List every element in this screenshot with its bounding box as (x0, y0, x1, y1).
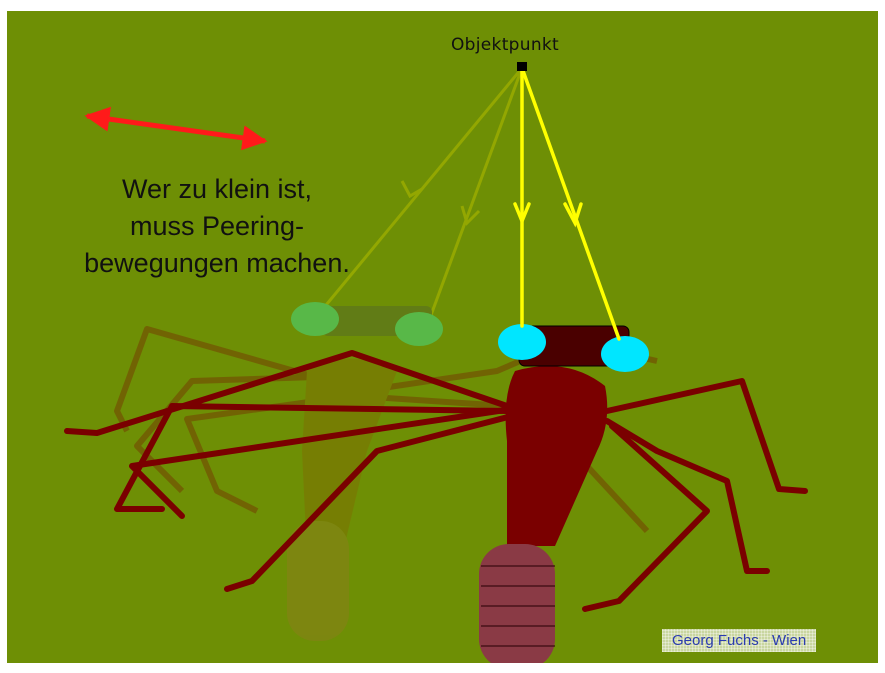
object-point-marker (517, 62, 527, 71)
right-eye (601, 336, 649, 372)
insect-head (498, 324, 649, 372)
caption-line-1: Wer zu klein ist, (47, 171, 387, 208)
insect-legs (67, 353, 805, 609)
insect-abdomen (479, 544, 555, 663)
caption: Wer zu klein ist, muss Peering- bewegung… (47, 171, 387, 282)
peering-illustration (7, 11, 878, 663)
sight-lines (515, 68, 619, 339)
object-point-label: Objektpunkt (451, 35, 559, 55)
caption-line-3: bewegungen machen. (47, 245, 387, 282)
motion-arrow (87, 116, 265, 141)
diagram-canvas: Objektpunkt Wer zu klein ist, muss Peeri… (7, 11, 878, 663)
ghost-right-eye (395, 312, 443, 346)
credit-badge: Georg Fuchs - Wien (662, 629, 816, 652)
left-eye (498, 324, 546, 360)
ghost-head (291, 302, 443, 346)
caption-line-2: muss Peering- (47, 208, 387, 245)
ghost-left-eye (291, 302, 339, 336)
